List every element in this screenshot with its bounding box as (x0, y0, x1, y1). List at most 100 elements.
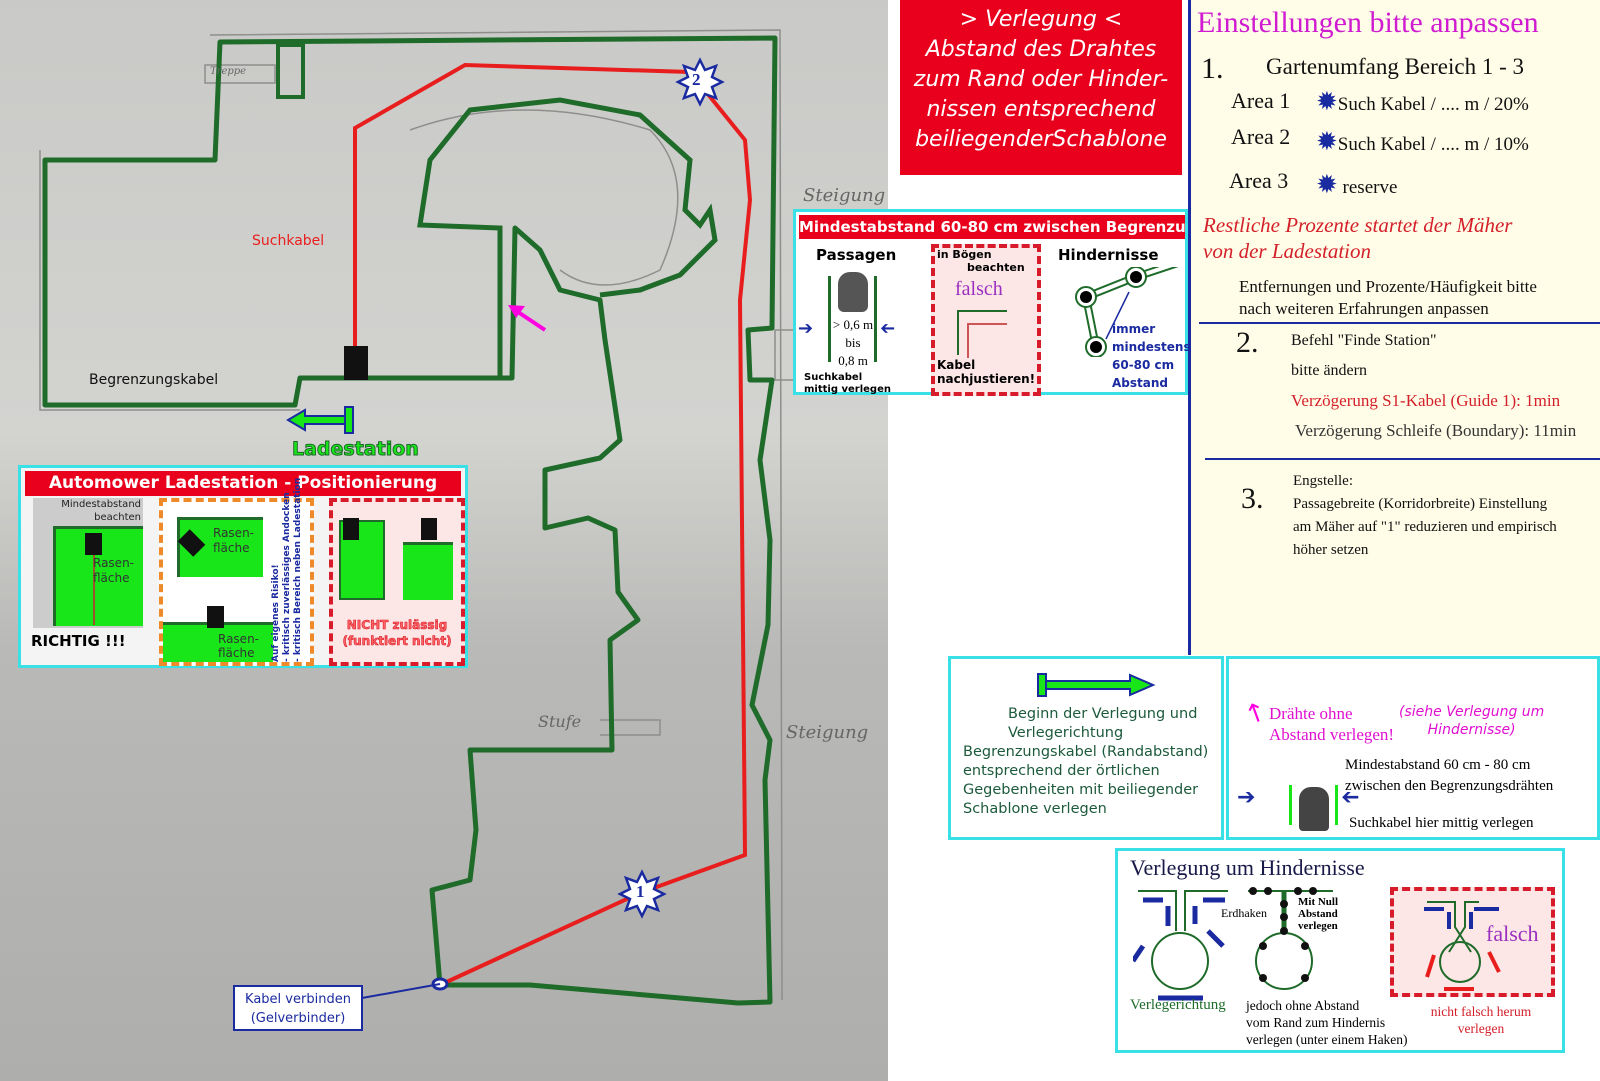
boundary-line (1289, 785, 1292, 825)
panel-title: Mindestabstand 60-80 cm zwischen Begrenz… (799, 215, 1185, 239)
note-line: (funktiert nicht) (342, 634, 452, 649)
note-line: mindestens (1112, 340, 1191, 354)
boundary-line (1335, 785, 1338, 825)
note-line: zwischen den Begrenzungsdrähten (1345, 778, 1554, 794)
siehe-note: (siehe Verlegung um Hindernisse) (1399, 703, 1544, 739)
note-line: Auf eigenes Risiko! (271, 564, 281, 662)
note-line: bis (845, 335, 861, 350)
note-line: Rasen- (218, 632, 259, 646)
note-line: von der Ladestation (1203, 239, 1371, 263)
marker-2-label: 2 (692, 70, 701, 89)
station-icon (343, 518, 359, 540)
note-line: Abstand (1298, 908, 1338, 920)
note-line: fläche (218, 646, 255, 660)
note-line: Suchkabel (804, 372, 863, 383)
area-1-label: Area 1 (1231, 88, 1291, 113)
note-line: in Bögen (937, 248, 992, 261)
note-line: (siehe Verlegung um (1399, 704, 1545, 720)
note-line: Abstand (1112, 376, 1168, 390)
settings-title: Einstellungen bitte anpassen (1197, 6, 1539, 39)
guide-wire (353, 62, 753, 987)
section-2-number: 2. (1236, 326, 1259, 359)
charging-station (344, 346, 368, 380)
note-line: verlegen (1298, 920, 1338, 932)
note-line: Rasen- (213, 526, 254, 540)
section-2-line: bitte ändern (1291, 362, 1367, 379)
wrong-routing-icon (1424, 901, 1501, 991)
note-line: vom Rand zum Hindernis (1246, 1015, 1386, 1030)
falsch-diagram: falsch (1390, 887, 1555, 997)
note-line: Engstelle: (1293, 473, 1353, 489)
rasen-label: Rasen-fläche (93, 556, 134, 586)
verlegung-note: > Verlegung < Abstand des Drahtes zum Ra… (900, 0, 1182, 175)
note-line: beachten (967, 261, 1025, 274)
boundary-line (828, 276, 831, 362)
marker-star-1-icon (617, 869, 667, 919)
note-line: Gegebenheiten mit beiliegender (963, 782, 1199, 798)
note-line: Abstand des Drahtes (925, 37, 1157, 62)
area-3-label: Area 3 (1229, 168, 1289, 193)
area-2-value: Such Kabel / .... m / 10% (1337, 134, 1529, 155)
note-line: nicht falsch herum (1430, 1004, 1532, 1019)
station-icon (207, 606, 224, 628)
note-line: > 0,6 m (832, 317, 874, 332)
area-2-label: Area 2 (1231, 124, 1291, 149)
garden-plan-map (39, 29, 800, 1006)
note-line: fläche (93, 571, 130, 585)
section-2-line: Befehl "Finde Station" (1291, 332, 1437, 349)
arrow-right-icon: ➔ (1237, 785, 1256, 810)
note-line: fläche (213, 541, 250, 555)
note-line: beachten (94, 512, 141, 523)
note-line: Hindernisse) (1427, 722, 1516, 738)
lawn-area (163, 622, 273, 662)
note-line: Mit Null (1298, 896, 1339, 908)
divider (1205, 458, 1600, 460)
pink-arrow-icon: ↑ (1240, 696, 1272, 732)
kabel-verbinden-callout: Kabel verbinden (Gelverbinder) (233, 985, 363, 1031)
arrow-left-icon: ➔ (880, 318, 896, 339)
note-line: beiliegenderSchablone (915, 127, 1167, 152)
station-icon (421, 518, 437, 540)
note-line: Kabel (937, 358, 976, 372)
note-line: verlegen (1457, 1021, 1505, 1036)
note-line: Passagebreite (Korridorbreite) Einstellu… (1293, 496, 1548, 512)
note-line: Beginn der Verlegung und (1008, 706, 1198, 722)
arrow-left-icon: ➔ (1341, 785, 1360, 810)
area-1-value: Such Kabel / .... m / 20% (1337, 94, 1529, 115)
note-line: Mindestabstand 60 cm - 80 cm (1345, 757, 1531, 773)
rasen-label: Rasen-fläche (213, 526, 254, 556)
pencil-sketch (39, 29, 800, 1001)
marker-1-label: 1 (636, 882, 645, 901)
note-line: Rasen- (93, 556, 134, 570)
area-2-row: ✹Such Kabel / .... m / 10% (1316, 129, 1529, 156)
guide-delay: Verzögerung S1-Kabel (Guide 1): 1min (1291, 391, 1561, 410)
suchkabel-label: Suchkabel (252, 233, 325, 249)
begrenzungskabel-label: Begrenzungskabel (89, 372, 219, 388)
mindestabstand-panel: Mindestabstand 60-80 cm zwischen Begrenz… (793, 209, 1191, 396)
note-line: entsprechend der örtlichen (963, 763, 1160, 779)
ladestation-label: Ladestation (292, 438, 420, 461)
risk-note: Auf eigenes Risiko!- kritisch zuverlässi… (271, 478, 304, 662)
note-line: Schablone verlegen (963, 801, 1107, 817)
island-obstacle (417, 97, 718, 378)
note-line: - kritisch zuverlässiges Andocken (282, 492, 292, 662)
area-3-value: reserve (1342, 177, 1398, 198)
section-1-title: Gartenumfang Bereich 1 - 3 (1266, 54, 1525, 79)
arrow-right-icon: ➔ (798, 318, 814, 339)
note-line: immer (1112, 322, 1156, 336)
rasen-label: Rasen-fläche (218, 632, 259, 660)
boundary-wire (42, 35, 778, 1006)
callout-line: (Gelverbinder) (250, 1011, 346, 1026)
boundary-delay: Verzögerung Schleife (Boundary): 11min (1295, 421, 1577, 440)
